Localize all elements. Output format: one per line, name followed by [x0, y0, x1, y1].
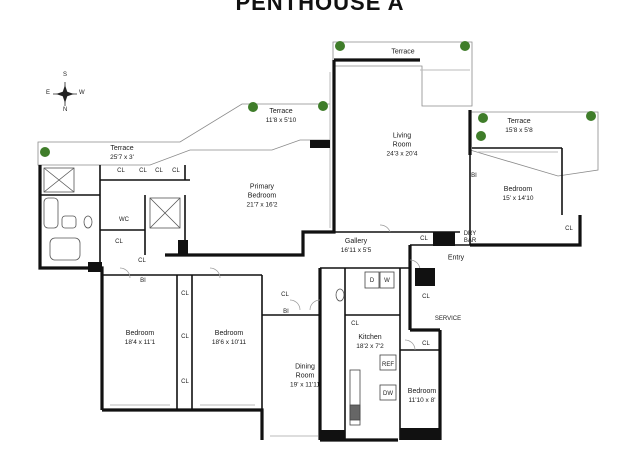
room-dimension: 11'8 x 5'10: [265, 117, 297, 124]
room-name: Terrace: [269, 108, 293, 115]
room-terrace-left: Terrace 25'7 x 3': [110, 144, 134, 162]
room-dimension: 16'11 x 5'5: [340, 247, 372, 254]
closet-label: CL: [351, 321, 359, 327]
room-living: Living Room 24'3 x 20'4: [386, 132, 417, 159]
closet-label: CL: [115, 239, 123, 245]
room-name: Bedroom: [503, 186, 533, 193]
room-dimension: 24'3 x 20'4: [386, 150, 418, 158]
room-terrace-right: Terrace 15'8 x 5'8: [505, 117, 532, 135]
dry-bar-label: DRY BAR: [463, 231, 477, 244]
room-name: Bedroom: [407, 388, 437, 395]
closet-label: CL: [181, 379, 189, 385]
room-dining: Dining Room 19' x 11'11: [290, 363, 320, 390]
closet-label: CL: [139, 168, 147, 174]
room-name: Bedroom: [125, 330, 155, 337]
room-dimension: 18'4 x 11'1: [124, 339, 156, 346]
interior-walls: [40, 147, 563, 440]
compass-e: E: [46, 90, 51, 96]
compass-w: W: [79, 90, 85, 96]
plants: [40, 41, 596, 157]
closet-label: CL: [181, 334, 189, 340]
plan-title: PENTHOUSE A: [235, 0, 405, 15]
wc-label: WC: [119, 217, 129, 223]
room-dimension: 21'7 x 16'2: [246, 201, 278, 209]
room-name: Kitchen: [358, 334, 382, 341]
room-dimension: 25'7 x 3': [110, 154, 134, 161]
room-dimension: 15'8 x 5'8: [505, 127, 533, 134]
bath-fixtures: [43, 167, 345, 302]
room-terrace-top: Terrace: [391, 48, 414, 57]
room-name: Terrace: [391, 48, 415, 56]
closet-label: CL: [281, 292, 289, 298]
wall-blocks: [88, 140, 455, 440]
built-in-label: BI: [283, 309, 289, 315]
room-kitchen: Kitchen 18'2 x 7'2: [356, 333, 383, 351]
compass-icon: [53, 82, 77, 106]
closet-label: CL: [117, 168, 125, 174]
room-name: Primary Bedroom: [247, 183, 277, 200]
closet-label: CL: [172, 168, 180, 174]
door-swings: [119, 224, 421, 351]
room-bedroom-2: Bedroom 18'6 x 10'11: [212, 329, 246, 347]
room-dimension: 11'10 x 8': [408, 397, 436, 404]
built-in-label: BI: [140, 278, 146, 284]
room-name: Living Room: [392, 132, 412, 149]
refrigerator-label: REF: [382, 362, 394, 368]
windows: [110, 69, 558, 437]
dryer-label: D: [369, 278, 375, 284]
closet-label: CL: [155, 168, 163, 174]
room-dimension: 18'2 x 7'2: [356, 343, 384, 350]
room-dimension: 15' x 14'10: [502, 195, 534, 202]
room-name: Dining Room: [295, 363, 315, 380]
closet-label: CL: [422, 294, 430, 300]
exterior-walls: [38, 58, 582, 442]
washer-label: W: [384, 278, 390, 284]
room-bedroom-east: Bedroom 15' x 14'10: [502, 185, 533, 203]
entry-label: Entry: [447, 254, 465, 262]
room-terrace-mid: Terrace 11'8 x 5'10: [266, 107, 297, 125]
room-dimension: 19' x 11'11: [289, 381, 321, 389]
kitchen-appliances: [349, 271, 397, 426]
room-bedroom-1: Bedroom 18'4 x 11'1: [125, 329, 156, 347]
room-gallery: Gallery 16'11 x 5'5: [341, 237, 372, 255]
room-bedroom-service: Bedroom 11'10 x 8': [408, 387, 436, 405]
room-name: Gallery: [344, 238, 368, 245]
built-in-label: BI: [471, 173, 477, 179]
closet-label: CL: [138, 258, 146, 264]
room-primary-bedroom: Primary Bedroom 21'7 x 16'2: [246, 183, 277, 210]
closet-label: CL: [420, 236, 428, 242]
service-label: SERVICE: [434, 316, 462, 322]
closet-label: CL: [422, 341, 430, 347]
room-name: Bedroom: [214, 330, 244, 337]
room-name: Terrace: [110, 145, 134, 152]
compass-s: S: [63, 72, 68, 78]
room-name: Terrace: [507, 118, 531, 125]
closet-label: CL: [181, 291, 189, 297]
dishwasher-label: DW: [383, 391, 393, 397]
closet-label: CL: [565, 226, 573, 232]
compass-n: N: [63, 107, 68, 113]
room-dimension: 18'6 x 10'11: [211, 339, 247, 346]
